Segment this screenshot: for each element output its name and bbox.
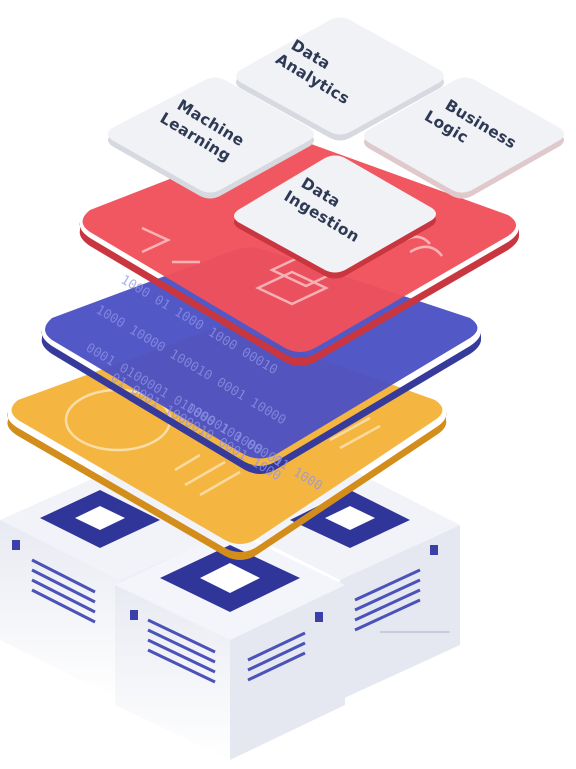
chip-icon bbox=[75, 506, 125, 530]
status-light bbox=[12, 540, 20, 550]
chip-icon bbox=[200, 563, 260, 593]
server-block-front bbox=[115, 530, 345, 760]
tile-data-analytics: Data Analytics bbox=[236, 17, 444, 141]
vent-lines bbox=[147, 618, 306, 684]
vent-lines bbox=[31, 558, 96, 624]
tile-data-ingestion: Data Ingestion bbox=[234, 155, 436, 279]
status-light bbox=[315, 612, 323, 622]
terminal-prompt-icon bbox=[141, 226, 171, 254]
status-light bbox=[430, 545, 438, 555]
server-blocks bbox=[0, 470, 460, 760]
status-light bbox=[130, 610, 138, 620]
tile-group: Data Analytics Machine Learning Business bbox=[108, 17, 564, 279]
vent-lines bbox=[354, 568, 421, 632]
tile-business-logic: Business Logic bbox=[364, 77, 564, 199]
red-layer-glyphs bbox=[141, 226, 443, 306]
server-block-right bbox=[240, 470, 460, 700]
chip-icon bbox=[325, 506, 375, 530]
tile-machine-learning: Machine Learning bbox=[108, 77, 314, 199]
bar-lines bbox=[174, 416, 381, 497]
cube-icon bbox=[255, 270, 329, 306]
